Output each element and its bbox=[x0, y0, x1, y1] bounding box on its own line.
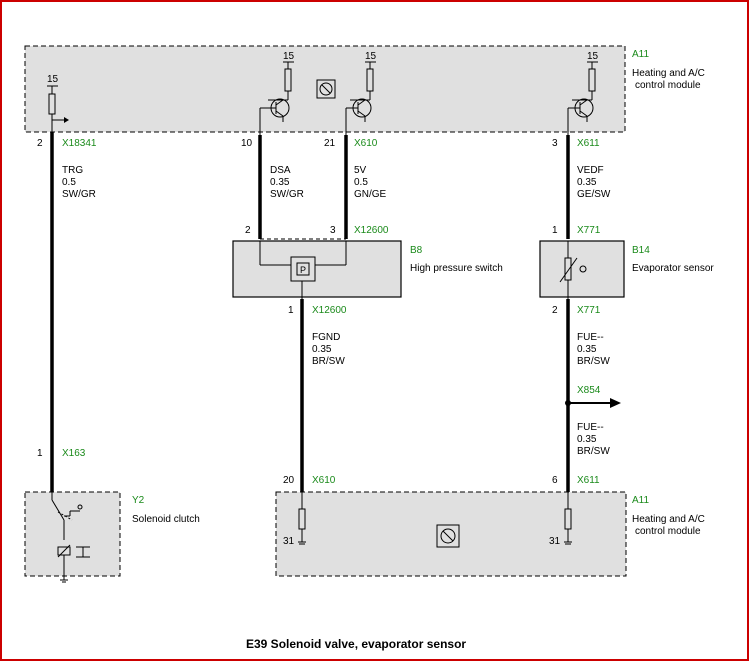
wire-label-fue-2: FUE-- 0.35 BR/SW bbox=[577, 422, 610, 457]
wire-label-vedf: VEDF 0.35 GE/SW bbox=[577, 165, 611, 200]
a11-top-name-2: control module bbox=[635, 80, 701, 91]
y2-id: Y2 bbox=[132, 495, 145, 506]
pin-5v-top: 21 bbox=[324, 138, 336, 149]
y2-box bbox=[24, 491, 121, 577]
connector-x12600-in: X12600 bbox=[354, 225, 389, 236]
a11-bottom-name-2: control module bbox=[635, 526, 701, 537]
b14-id: B14 bbox=[632, 245, 650, 256]
ground-resistor-fgnd bbox=[298, 492, 306, 545]
supply-15-5v: 15 bbox=[350, 51, 377, 101]
svg-text:15: 15 bbox=[365, 51, 377, 62]
y2-name: Solenoid clutch bbox=[132, 514, 200, 525]
svg-text:DSA: DSA bbox=[270, 165, 291, 176]
connector-x771-out: X771 bbox=[577, 305, 601, 316]
pin-fue-bottom: 6 bbox=[552, 475, 558, 486]
pin-b8-in-right: 3 bbox=[330, 225, 336, 236]
transistor-dsa-icon bbox=[259, 98, 290, 135]
transistor-vedf-icon bbox=[567, 98, 594, 135]
pin-b14-out: 2 bbox=[552, 305, 558, 316]
svg-text:FUE--: FUE-- bbox=[577, 422, 604, 433]
ground-resistor-fue bbox=[564, 492, 572, 545]
svg-text:FGND: FGND bbox=[312, 332, 340, 343]
svg-text:SW/GR: SW/GR bbox=[62, 189, 96, 200]
ground-label-fue: 31 bbox=[549, 536, 561, 547]
pin-b8-in-left: 2 bbox=[245, 225, 251, 236]
svg-text:0.5: 0.5 bbox=[354, 177, 368, 188]
pin-dsa-top: 10 bbox=[241, 138, 253, 149]
supply-15-trg: 15 bbox=[47, 74, 69, 132]
wire-label-trg: TRG 0.5 SW/GR bbox=[62, 165, 96, 200]
pin-b8-out: 1 bbox=[288, 305, 294, 316]
b8-box bbox=[232, 240, 402, 298]
wire-label-fue-1: FUE-- 0.35 BR/SW bbox=[577, 332, 610, 367]
pin-y2-in: 1 bbox=[37, 448, 43, 459]
svg-text:VEDF: VEDF bbox=[577, 165, 604, 176]
pin-trg-top: 2 bbox=[37, 138, 43, 149]
svg-text:0.35: 0.35 bbox=[270, 177, 290, 188]
diagram-caption: E39 Solenoid valve, evaporator sensor bbox=[246, 637, 466, 651]
svg-text:TRG: TRG bbox=[62, 165, 83, 176]
b8-id: B8 bbox=[410, 245, 423, 256]
svg-text:15: 15 bbox=[283, 51, 295, 62]
svg-text:0.35: 0.35 bbox=[577, 177, 597, 188]
connector-x610-top: X610 bbox=[354, 138, 378, 149]
ground-label-fgnd: 31 bbox=[283, 536, 295, 547]
connector-x18341: X18341 bbox=[62, 138, 97, 149]
svg-text:GE/SW: GE/SW bbox=[577, 189, 611, 200]
a11-top-id: A11 bbox=[632, 49, 649, 60]
a11-bottom-id: A11 bbox=[632, 495, 649, 506]
connector-x163: X163 bbox=[62, 448, 86, 459]
solenoid-clutch-icon bbox=[51, 492, 90, 583]
a11-bottom-module-box bbox=[275, 491, 627, 577]
connector-x611-bottom: X611 bbox=[577, 475, 600, 486]
connector-x610-bottom: X610 bbox=[312, 475, 336, 486]
svg-text:0.5: 0.5 bbox=[62, 177, 76, 188]
a11-top-name-1: Heating and A/C bbox=[632, 68, 705, 79]
svg-text:0.35: 0.35 bbox=[312, 344, 332, 355]
svg-text:BR/SW: BR/SW bbox=[312, 356, 345, 367]
pin-fgnd-bottom: 20 bbox=[283, 475, 295, 486]
control-unit-symbol-icon bbox=[316, 79, 336, 99]
connector-x12600-out: X12600 bbox=[312, 305, 347, 316]
svg-text:GN/GE: GN/GE bbox=[354, 189, 387, 200]
control-unit-symbol-bottom-icon bbox=[436, 524, 460, 548]
connector-x771-in: X771 bbox=[577, 225, 601, 236]
b8-name: High pressure switch bbox=[410, 263, 503, 274]
svg-text:15: 15 bbox=[47, 74, 59, 85]
svg-text:15: 15 bbox=[587, 51, 599, 62]
svg-text:BR/SW: BR/SW bbox=[577, 356, 610, 367]
svg-text:P: P bbox=[300, 265, 306, 275]
svg-text:0.35: 0.35 bbox=[577, 344, 597, 355]
pin-vedf-top: 3 bbox=[552, 138, 558, 149]
pin-b14-in: 1 bbox=[552, 225, 558, 236]
wire-label-dsa: DSA 0.35 SW/GR bbox=[270, 165, 304, 200]
svg-text:FUE--: FUE-- bbox=[577, 332, 604, 343]
splice-x854 bbox=[565, 398, 621, 408]
b14-name: Evaporator sensor bbox=[632, 263, 714, 274]
svg-text:0.35: 0.35 bbox=[577, 434, 597, 445]
wire-label-fgnd: FGND 0.35 BR/SW bbox=[312, 332, 345, 367]
thermistor-icon bbox=[559, 241, 587, 299]
wire-label-5v: 5V 0.5 GN/GE bbox=[354, 165, 387, 200]
a11-bottom-name-1: Heating and A/C bbox=[632, 514, 705, 525]
transistor-5v-icon bbox=[345, 98, 372, 135]
connector-x854: X854 bbox=[577, 385, 601, 396]
svg-text:BR/SW: BR/SW bbox=[577, 446, 610, 457]
svg-text:5V: 5V bbox=[354, 165, 367, 176]
svg-text:SW/GR: SW/GR bbox=[270, 189, 304, 200]
a11-top-module-box bbox=[24, 45, 626, 133]
pressure-switch-icon: P bbox=[259, 241, 347, 299]
b14-box bbox=[539, 240, 625, 298]
connector-x611-top: X611 bbox=[577, 138, 600, 149]
supply-15-vedf: 15 bbox=[572, 51, 599, 101]
